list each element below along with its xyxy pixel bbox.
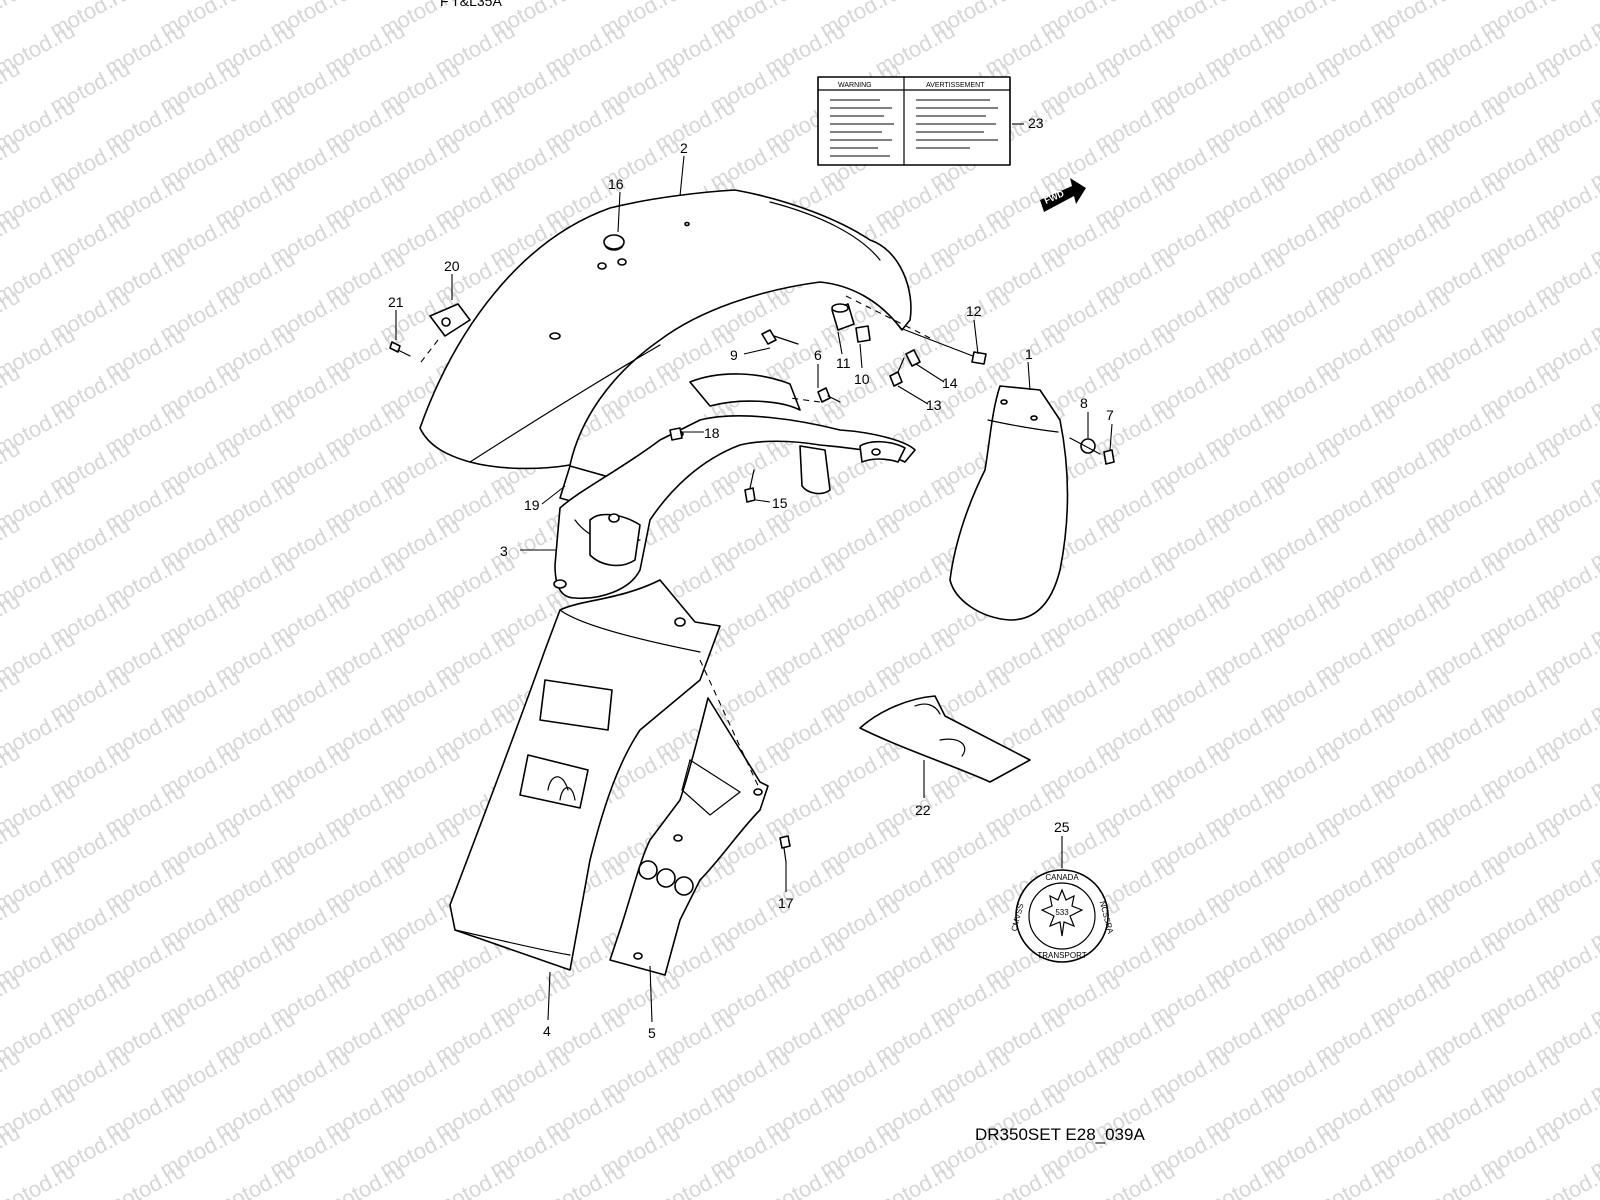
watermark-text: motod.ru <box>0 0 24 42</box>
watermark-text: motod.ru <box>761 1158 849 1200</box>
watermark-text: motod.ru <box>1091 1158 1179 1200</box>
bolt-part-13 <box>889 371 903 387</box>
mudguard-flap-part-1 <box>949 385 1069 621</box>
watermark-text: motod.ru <box>981 1158 1069 1200</box>
callout-8: 8 <box>1080 395 1088 411</box>
watermark-text: motod.ru <box>1146 1196 1234 1200</box>
callout-15: 15 <box>772 495 788 511</box>
watermark-text: motod.ru <box>816 1196 904 1200</box>
watermark-text: motod.ru <box>46 1196 134 1200</box>
callout-13: 13 <box>926 397 942 413</box>
nut-part-14 <box>905 349 921 367</box>
watermark-text: motod.ru <box>1036 1196 1124 1200</box>
screw-part-21 <box>389 341 401 353</box>
bolt-part-6 <box>817 387 831 403</box>
callout-23: 23 <box>1028 115 1044 131</box>
watermark-text: motod.ru <box>596 1196 684 1200</box>
callout-25: 25 <box>1054 819 1070 835</box>
watermark-text: motod.ru <box>541 1158 629 1200</box>
watermark-text: motod.ru <box>1476 1196 1564 1200</box>
emblem-center-number: 533 <box>1055 908 1069 917</box>
watermark-text: motod.ru <box>321 1158 409 1200</box>
callout-19: 19 <box>524 497 540 513</box>
callout-4: 4 <box>543 1023 551 1039</box>
washer-part-8 <box>1080 438 1096 454</box>
clip-part-18 <box>669 427 683 441</box>
watermark-text: motod.ru <box>871 1158 959 1200</box>
plate-bracket-part-5 <box>609 697 769 976</box>
watermark-text: motod.ru <box>101 1158 189 1200</box>
watermark-text: motod.ru <box>1256 1196 1344 1200</box>
callout-16: 16 <box>608 176 624 192</box>
callout-2: 2 <box>680 140 688 156</box>
rear-fender-lower-part-4 <box>449 579 721 971</box>
callout-numbers: 2 16 20 21 9 6 11 10 12 1 14 13 8 7 18 1… <box>388 115 1114 1041</box>
watermark-text: motod.ru <box>486 1196 574 1200</box>
watermark-text: motod.ru <box>651 1158 739 1200</box>
callout-20: 20 <box>444 258 460 274</box>
callout-17: 17 <box>778 895 794 911</box>
clipped-header-text: F'T&L35A <box>440 0 502 9</box>
hardware-parts <box>389 234 1115 863</box>
tool-bag-part-22 <box>859 695 1031 783</box>
callout-5: 5 <box>648 1025 656 1041</box>
watermark-text: motod.ru <box>376 1196 464 1200</box>
watermark-text: motod.ru <box>706 1196 794 1200</box>
callout-18: 18 <box>704 425 720 441</box>
callout-10: 10 <box>854 371 870 387</box>
emblem-part-25: 533 CANADA TRANSPORT CMVSS NCSSRA <box>1010 869 1115 963</box>
callout-12: 12 <box>966 303 982 319</box>
grommet-part-16 <box>603 234 625 250</box>
bolt-part-15 <box>744 487 756 503</box>
callout-11: 11 <box>836 355 851 371</box>
bolt-part-7 <box>1103 449 1115 465</box>
callout-6: 6 <box>814 347 822 363</box>
emblem-top-text: CANADA <box>1045 873 1079 882</box>
watermark-text: motod.ru <box>0 1158 79 1200</box>
warning-title-left: WARNING <box>838 82 872 89</box>
callout-22: 22 <box>915 802 931 818</box>
collar-part-10 <box>855 325 871 343</box>
callout-3: 3 <box>500 543 508 559</box>
callout-21: 21 <box>388 294 404 310</box>
watermark-text: motod.ru <box>1366 1196 1454 1200</box>
drawing-code: DR350SET E28_039A <box>975 1125 1145 1144</box>
callout-14: 14 <box>942 375 958 391</box>
emblem-bottom-text: TRANSPORT <box>1037 951 1086 960</box>
watermark-text: motod.ru <box>156 1196 244 1200</box>
watermark-text: motod.ru <box>1201 1158 1289 1200</box>
watermark-text: motod.ru <box>1311 1158 1399 1200</box>
assembly-lines <box>417 295 931 791</box>
callout-9: 9 <box>730 347 738 363</box>
screw-part-17 <box>779 835 791 849</box>
watermark-text: motod.ru <box>1421 1158 1509 1200</box>
bolt-part-9 <box>761 329 777 345</box>
leader-lines <box>395 123 1113 1023</box>
warning-title-right: AVERTISSEMENT <box>926 82 985 89</box>
watermark-text: motod.ru <box>0 1196 24 1200</box>
watermark-text: motod.ru <box>211 1158 299 1200</box>
callout-7: 7 <box>1106 407 1114 423</box>
bolt-part-12 <box>899 327 979 359</box>
warning-label-part-23: WARNING AVERTISSEMENT <box>817 76 1011 166</box>
watermark-text: motod.ru <box>266 1196 354 1200</box>
watermark-text: motod.ru <box>431 1158 519 1200</box>
callout-1: 1 <box>1025 346 1033 362</box>
watermark-text: motod.ru <box>926 1196 1014 1200</box>
